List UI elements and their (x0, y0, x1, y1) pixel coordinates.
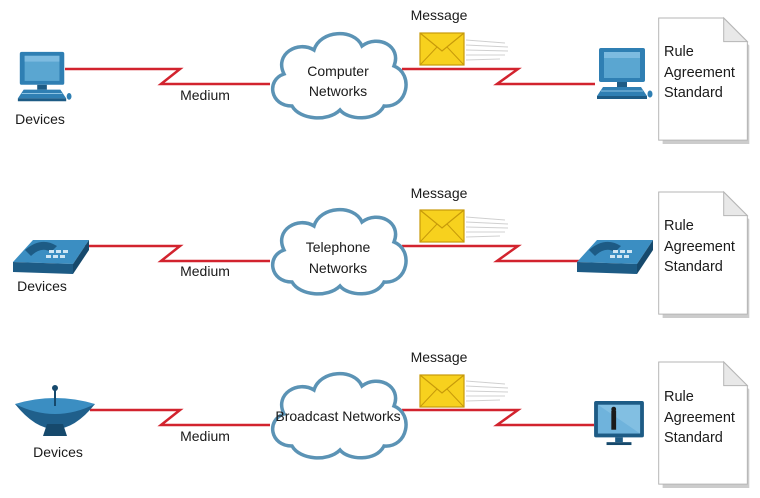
network-label-line-2: Networks (309, 83, 367, 99)
network-label-line-1: Computer (307, 63, 369, 79)
medium-link-right (402, 67, 595, 86)
medium-link-left (65, 67, 270, 86)
telephone-icon (577, 240, 653, 274)
medium-link-right (402, 408, 594, 427)
medium-link-left (90, 408, 270, 427)
row-telephone-networks: Devices Medium Telephone Networks Messag… (13, 185, 750, 319)
message-label: Message (411, 7, 468, 23)
row-computer-networks: Devices Medium Computer Networks Message… (15, 7, 750, 145)
motion-lines (465, 380, 509, 402)
envelope-icon (419, 209, 465, 243)
satellite-dish-icon (13, 384, 97, 438)
doc-line-standard: Standard (664, 85, 723, 101)
network-label-line-1: Broadcast Networks (275, 408, 400, 424)
network-label-line-1: Telephone (306, 239, 371, 255)
doc-line-standard: Standard (664, 259, 723, 275)
row-broadcast-networks: Devices Medium Broadcast Networks Messag… (13, 349, 750, 489)
medium-label: Medium (180, 428, 230, 444)
motion-lines (465, 216, 509, 238)
motion-lines (465, 39, 509, 61)
doc-line-agreement: Agreement (664, 239, 735, 255)
document-icon (658, 17, 750, 145)
document-icon (658, 191, 750, 319)
television-icon (594, 400, 644, 446)
devices-label: Devices (33, 444, 83, 460)
doc-line-rule: Rule (664, 389, 694, 405)
doc-line-rule: Rule (664, 44, 694, 60)
medium-label: Medium (180, 263, 230, 279)
message-label: Message (411, 185, 468, 201)
medium-link-left (85, 244, 270, 263)
devices-label: Devices (17, 278, 67, 294)
medium-link-right (402, 244, 580, 263)
doc-line-standard: Standard (664, 430, 723, 446)
telephone-icon (13, 240, 89, 274)
devices-label: Devices (15, 111, 65, 127)
envelope-icon (419, 32, 465, 66)
doc-line-agreement: Agreement (664, 65, 735, 81)
message-label: Message (411, 349, 468, 365)
desktop-computer-icon (17, 51, 73, 102)
envelope-icon (419, 374, 465, 408)
medium-label: Medium (180, 87, 230, 103)
desktop-computer-icon (596, 47, 654, 100)
doc-line-agreement: Agreement (664, 410, 735, 426)
doc-line-rule: Rule (664, 218, 694, 234)
network-label-line-2: Networks (309, 260, 367, 276)
